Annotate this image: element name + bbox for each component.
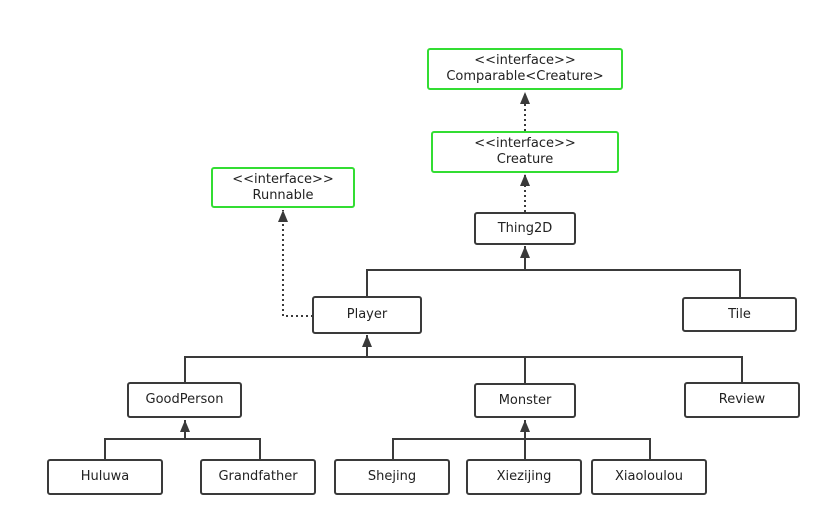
huluwa-class-box: Huluwa [47, 459, 163, 495]
runnable-interface-box: <<interface>> Runnable [211, 167, 355, 208]
goodperson-class-box: GoodPerson [127, 382, 242, 418]
creature-interface-box: <<interface>> Creature [431, 131, 619, 173]
arrowhead-creature [520, 174, 530, 186]
runnable-name: Runnable [252, 187, 314, 203]
grandfather-name: Grandfather [218, 469, 298, 484]
review-name: Review [718, 392, 766, 407]
player-name: Player [346, 307, 388, 322]
huluwa-name: Huluwa [80, 469, 130, 484]
shejing-class-box: Shejing [334, 459, 450, 495]
review-class-box: Review [684, 382, 800, 418]
monster-class-box: Monster [474, 383, 576, 418]
grandfather-class-box: Grandfather [200, 459, 316, 495]
thing2d-class-box: Thing2D [474, 212, 576, 245]
player-class-box: Player [312, 296, 422, 334]
edge-player-runnable [282, 210, 313, 317]
arrowhead-goodperson [180, 420, 190, 432]
comparable-interface-box: <<interface>> Comparable<Creature> [427, 48, 623, 90]
runnable-stereotype: <<interface>> [232, 171, 334, 187]
arrowhead-comparable [520, 92, 530, 104]
creature-name: Creature [496, 152, 554, 167]
comparable-name: Comparable<Creature> [446, 69, 604, 84]
arrowhead-runnable [278, 210, 288, 222]
xiaoloulou-name: Xiaoloulou [614, 469, 684, 484]
xiezijing-name: Xiezijing [496, 469, 552, 484]
edge-children-player [184, 335, 743, 383]
creature-stereotype: <<interface>> [474, 136, 576, 151]
arrowhead-monster [520, 420, 530, 432]
shejing-name: Shejing [367, 469, 417, 484]
tile-name: Tile [728, 306, 751, 322]
edge-children-goodperson [104, 420, 261, 459]
edge-children-monster [392, 420, 651, 459]
arrowhead-thing2d [520, 246, 530, 258]
goodperson-name: GoodPerson [145, 392, 224, 407]
xiaoloulou-class-box: Xiaoloulou [591, 459, 707, 495]
xiezijing-class-box: Xiezijing [466, 459, 582, 495]
comparable-stereotype: <<interface>> [474, 53, 576, 68]
monster-name: Monster [498, 392, 552, 408]
tile-class-box: Tile [682, 297, 797, 332]
arrowhead-player [362, 335, 372, 347]
thing2d-name: Thing2D [497, 220, 553, 236]
edge-player-tile-thing2d [366, 246, 741, 297]
